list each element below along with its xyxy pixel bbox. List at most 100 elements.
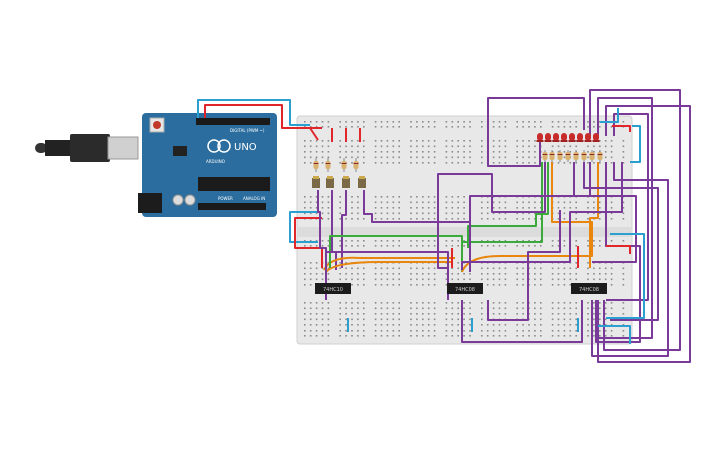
breadboard-hole [321,330,324,332]
wire-purple-chip2-out[interactable] [461,300,583,343]
wire-red-left-rail[interactable] [294,217,323,268]
resistor-icon[interactable] [581,152,587,160]
wire-red-right-2[interactable] [606,245,631,254]
wire-purple-right-4[interactable] [573,162,637,263]
wire-purple-chip1-out[interactable] [325,251,449,300]
resistor-icon[interactable] [341,161,347,169]
resistor-icon[interactable] [549,152,555,160]
ic-chip-3[interactable]: 74HC08 [571,283,607,294]
wire-cyan-right-2[interactable] [598,325,631,344]
breadboard-hole [522,162,524,164]
resistor-icon[interactable] [313,161,319,169]
breadboard-hole [504,245,507,247]
wire-orange-2[interactable] [325,261,453,273]
ic-chip-2[interactable]: 74HC08 [447,283,483,294]
breadboard-hole [327,207,330,209]
breadboard-hole [398,151,400,153]
led-icon[interactable] [545,133,551,141]
wire-red-rail-1[interactable] [309,127,319,141]
resistor-icon[interactable] [565,152,571,160]
breadboard-hole [451,307,454,310]
breadboard-hole [557,201,560,204]
breadboard-hole [516,218,518,220]
breadboard-hole [551,121,554,123]
breadboard-hole [433,151,436,153]
wire-cyan-right-3[interactable] [606,233,645,319]
wire-cyan-arduino[interactable] [197,99,310,126]
arduino-board-icon[interactable]: UNO ARDUINO DIGITAL (PWM ~) POWER ANALOG… [138,113,277,217]
breadboard-hole [569,313,572,315]
led-icon[interactable] [585,133,591,141]
pushbutton-icon[interactable] [326,178,334,188]
breadboard-hole [486,207,489,209]
led-rim [592,140,600,142]
wire-purple-right-2[interactable] [595,162,641,343]
breadboard-hole [569,207,572,209]
breadboard-hole [551,330,554,332]
resistor-icon[interactable] [597,152,603,160]
wire-purple-right-5[interactable] [583,162,659,321]
wire-red-arduino[interactable] [204,104,322,129]
breadboard-hole [392,302,395,304]
breadboard-hole [575,140,577,142]
wire-purple-btn-3[interactable] [341,190,347,268]
pushbutton-icon[interactable] [358,178,366,188]
wire-purple-loop-b[interactable] [469,162,591,272]
resistor-icon[interactable] [589,152,595,160]
wire-purple-loop-a[interactable] [437,162,546,300]
breadboard-hole [498,307,501,310]
breadboard-hole [339,307,341,310]
breadboard-hole [534,267,536,270]
led-icon[interactable] [593,133,599,141]
pushbutton-icon[interactable] [342,178,350,188]
breadboard-hole [351,302,353,304]
led-icon[interactable] [577,133,583,141]
breadboard-hole [309,330,312,332]
led-icon[interactable] [569,133,575,141]
breadboard-hole [557,126,560,128]
wire-cyan-right-1[interactable] [630,125,641,163]
led-icon[interactable] [553,133,559,141]
breadboard-hole [433,284,436,286]
breadboard-hole [433,145,436,148]
breadboard-hole [622,156,625,159]
wire-purple-right-3[interactable] [461,162,623,270]
breadboard-hole [563,324,566,326]
wire-purple-loop-c[interactable] [487,210,561,321]
wire-green-3[interactable] [467,162,549,248]
breadboard-hole [492,267,495,270]
breadboard-hole [451,156,454,159]
reset-button[interactable] [153,121,161,129]
pushbutton-icon[interactable] [312,178,320,188]
resistor-icon[interactable] [353,161,359,169]
ic-chip-1[interactable]: 74HC10 [315,283,351,294]
breadboard-hole [481,156,483,159]
wire-purple-big-4[interactable] [597,105,691,363]
breadboard-hole [516,302,518,304]
resistor-icon[interactable] [325,161,331,169]
breadboard-hole [398,201,400,204]
resistor-icon[interactable] [557,152,563,160]
wire-cyan-loop-top[interactable] [600,108,619,123]
wire-green-2[interactable] [461,162,543,262]
resistor-icon[interactable] [542,152,548,160]
resistor-icon[interactable] [573,152,579,160]
breadboard-hole [398,196,400,198]
breadboard-hole [534,162,536,164]
led-rim [536,140,544,142]
led-icon[interactable] [561,133,567,141]
breadboard-hole [315,207,318,209]
wire-orange-4[interactable] [589,162,599,268]
wire-orange-3[interactable] [461,162,593,273]
breadboard-hole [457,240,459,242]
led-icon[interactable] [537,133,543,141]
wire-purple-right-1[interactable] [591,162,669,357]
wire-purple-big-1[interactable] [487,97,585,167]
wire-red-right-1[interactable] [612,125,631,132]
breadboard-hole [374,284,377,286]
wire-purple-btn-4[interactable] [363,190,470,223]
breadboard-hole [610,267,613,270]
wire-cyan-left-rail[interactable] [289,211,320,243]
breadboard-hole [416,313,418,315]
